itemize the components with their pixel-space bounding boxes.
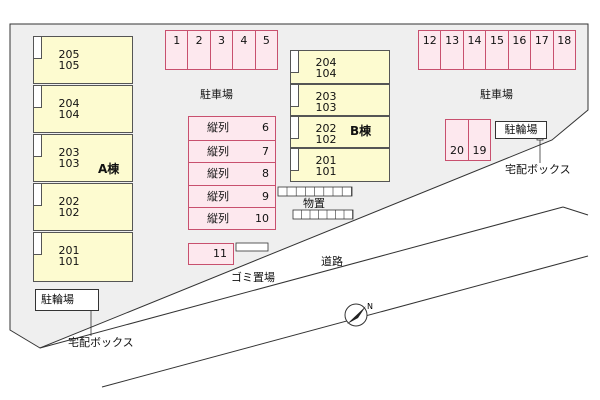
unit-number-lower: 103: [315, 101, 337, 114]
building-a-label: A棟: [98, 162, 120, 176]
road-label: 道路: [321, 255, 343, 268]
unit-number-upper: 203: [58, 146, 80, 159]
bike-parking-right: 駐輪場: [495, 121, 547, 139]
parking-space-number: 7: [262, 144, 269, 158]
parking-space: 13: [440, 31, 462, 69]
unit-number-lower: 101: [58, 255, 80, 268]
parking-space: 18: [552, 31, 575, 69]
site-boundary: [9, 23, 589, 349]
parking-space: 17: [530, 31, 552, 69]
road-edge-top-right: [562, 206, 589, 216]
building-b-label: B棟: [350, 124, 372, 138]
parallel-label: 縦列: [207, 121, 229, 134]
parallel-parking-space: 縦列 7: [189, 139, 275, 163]
unit-number-upper: 205: [58, 48, 80, 61]
parking-space-number: 8: [262, 167, 269, 181]
parking-space-number: 9: [262, 189, 269, 203]
storage-label: 物置: [303, 197, 325, 210]
parking-space: 16: [507, 31, 530, 69]
parallel-parking-space: 縦列 10: [189, 207, 275, 230]
unit-number-lower: 104: [58, 108, 80, 121]
north-label: N: [367, 302, 373, 311]
garbage-area: [235, 242, 269, 252]
bike-parking-left: 駐輪場: [35, 289, 99, 311]
unit-number-upper: 202: [58, 195, 80, 208]
parallel-label: 縦列: [207, 212, 229, 226]
delivery-box-label-right: 宅配ボックス: [505, 163, 571, 176]
unit-number-lower: 103: [58, 157, 80, 170]
entrance-marker: [291, 51, 299, 73]
delivery-box-label-left: 宅配ボックス: [68, 336, 134, 349]
parking-space: 19: [467, 120, 490, 160]
north-compass-icon: N: [344, 302, 373, 327]
entrance-marker: [291, 149, 299, 171]
entrance-marker: [34, 135, 42, 157]
parking-space: 4: [232, 31, 254, 69]
unit-number-upper: 202: [315, 122, 337, 135]
parking-space: 15: [485, 31, 507, 69]
unit-number-upper: 204: [315, 56, 337, 69]
garbage-label: ゴミ置場: [231, 271, 275, 284]
parking-space: 1: [173, 34, 181, 47]
unit-number-upper: 201: [58, 244, 80, 257]
parallel-parking-space: 縦列 6: [189, 117, 275, 140]
unit-number-upper: 201: [315, 154, 337, 167]
entrance-marker: [291, 85, 299, 107]
entrance-marker: [34, 233, 42, 255]
parallel-label: 縦列: [207, 189, 229, 203]
parallel-label: 縦列: [207, 167, 229, 181]
storage-racks: [277, 186, 354, 220]
parallel-parking-space: 縦列 9: [189, 184, 275, 208]
entrance-marker: [34, 86, 42, 108]
parallel-label: 縦列: [207, 144, 229, 158]
unit-number-upper: 204: [58, 97, 80, 110]
parallel-parking-space: 縦列 8: [189, 162, 275, 185]
parking-space: 14: [462, 31, 485, 69]
parking-space: 2: [187, 31, 209, 69]
road-edge-top: [39, 206, 564, 349]
parking-11: 11: [188, 243, 234, 265]
unit-number-lower: 105: [58, 59, 80, 72]
parking-space: 3: [209, 31, 232, 69]
parking-vertical-6-10: 縦列 6 縦列 7 縦列 8 縦列 9 縦列 10: [188, 116, 276, 230]
unit-number-lower: 101: [315, 165, 337, 178]
parking-space: 12: [422, 34, 437, 47]
parking-space-number: 10: [255, 212, 269, 226]
unit-number-upper: 203: [315, 90, 337, 103]
parking-space: 5: [254, 31, 277, 69]
unit-number-lower: 104: [315, 67, 337, 80]
road-edge-bottom: [101, 255, 589, 388]
entrance-marker: [34, 37, 42, 59]
parking-space-number: 6: [262, 121, 269, 134]
unit-number-lower: 102: [58, 206, 80, 219]
parking-space: 20: [449, 144, 464, 157]
unit-number-lower: 102: [315, 133, 337, 146]
entrance-marker: [291, 117, 299, 139]
parking-lot-label-2: 駐車場: [480, 88, 513, 101]
entrance-marker: [34, 184, 42, 206]
parking-lot-label-1: 駐車場: [200, 88, 233, 101]
